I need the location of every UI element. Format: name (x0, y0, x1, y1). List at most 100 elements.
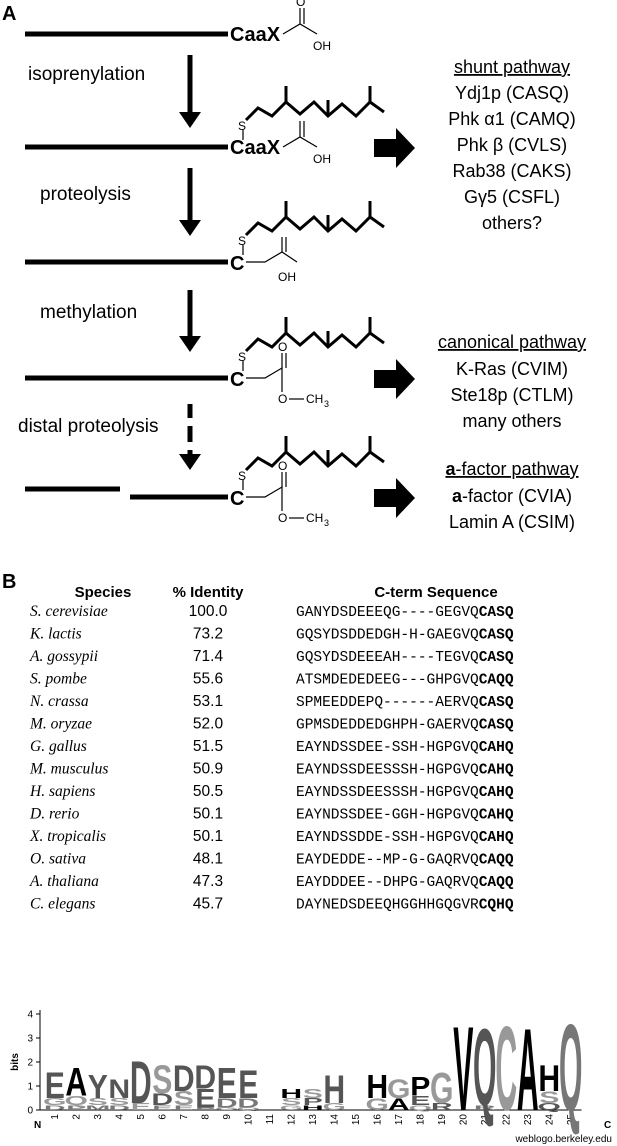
position-label: 17 (394, 1114, 405, 1126)
position-label: 2 (71, 1114, 82, 1120)
logo-letter: P (195, 1107, 215, 1111)
logo-letter: S (152, 1057, 172, 1102)
logo-letter: E (152, 1104, 172, 1112)
logo-letter: G (430, 1063, 453, 1112)
position-label: 19 (437, 1114, 448, 1126)
logo-letter: D (44, 1104, 66, 1112)
logo-letter: E (45, 1066, 65, 1106)
pathway-item: Gγ5 (CSFL) (464, 187, 560, 207)
svg-text:S: S (238, 234, 246, 248)
logo-letter: G (387, 1075, 410, 1105)
svg-text:OH: OH (278, 270, 296, 284)
position-label: 9 (222, 1114, 233, 1120)
pathway-item: K-Ras (CVIM) (456, 359, 568, 379)
pathway-item: many others (462, 411, 561, 431)
pathway-item: Phk α1 (CAMQ) (448, 109, 575, 129)
logo-letter: M (85, 1104, 110, 1112)
logo-letter: H (538, 1059, 560, 1099)
position-label: 5 (136, 1114, 147, 1120)
position-label: 18 (415, 1114, 426, 1126)
pathway-item: a-factor (CVIA) (452, 486, 572, 506)
logo-letter: Q (473, 1007, 496, 1130)
scheme-row-4: C S O O CH 3 (25, 317, 385, 409)
pathway-item: Rab38 (CAKS) (452, 161, 571, 181)
logo-letter: Q (237, 1107, 260, 1111)
logo-letter: D (151, 1091, 173, 1109)
svg-text:OH: OH (313, 152, 331, 166)
position-label: 3 (93, 1114, 104, 1120)
species-name: O. sativa (30, 851, 86, 868)
position-label: 10 (243, 1114, 254, 1126)
svg-text:C: C (230, 253, 244, 275)
logo-letter: A (517, 1006, 539, 1136)
carbonyl-o: O (296, 0, 305, 9)
identity-value: 47.3 (193, 873, 223, 890)
panel-a-label: A (2, 3, 16, 25)
logo-letter: R (474, 1104, 496, 1112)
svg-text:S: S (238, 469, 246, 483)
svg-text:3: 3 (324, 399, 329, 409)
identity-value: 51.5 (193, 738, 223, 755)
logo-letter: G (366, 1096, 389, 1114)
logo-letter: E (174, 1104, 194, 1112)
step-distal-proteolysis: distal proteolysis (18, 416, 158, 437)
position-label: 13 (308, 1114, 319, 1126)
identity-value: 100.0 (189, 603, 228, 620)
species-name: A. gossypii (29, 648, 98, 665)
pathway-item: others? (482, 213, 542, 233)
weblogo-credit: weblogo.berkeley.edu (514, 1134, 612, 1145)
logo-letter: D (130, 1050, 152, 1117)
svg-text:CH: CH (306, 511, 323, 525)
block-arrow-afactor (374, 478, 415, 518)
sequence-text: EAYNDSSDEE-GGH-HGPGVQCAHQ (296, 808, 514, 824)
logo-letter: G (280, 1104, 303, 1112)
sequence-text: EAYNDSSDDE-SSH-HGPGVQCAHQ (296, 830, 514, 846)
y-tick-label: 4 (27, 1010, 33, 1021)
alignment-table-header: Species % Identity C-term Sequence (75, 584, 498, 601)
logo-letter: G (323, 1101, 346, 1112)
svg-text:O: O (278, 340, 287, 354)
svg-text:3: 3 (324, 518, 329, 528)
caax-motif: CaaX (230, 24, 281, 46)
svg-text:CaaX: CaaX (230, 137, 281, 159)
step-isoprenylation: isoprenylation (28, 64, 145, 85)
sequence-text: SPMEEDDEPQ------AERVQCASQ (296, 695, 514, 711)
position-label: 1 (50, 1114, 61, 1120)
logo-letter: A (65, 1059, 87, 1104)
species-name: N. crassa (29, 693, 89, 710)
species-name: A. thaliana (29, 873, 99, 890)
step-methylation: methylation (40, 302, 137, 323)
shunt-pathway-list: shunt pathway Ydj1p (CASQ) Phk α1 (CAMQ)… (448, 57, 575, 233)
svg-text:CH: CH (306, 392, 323, 406)
logo-letter: E (195, 1084, 215, 1114)
identity-value: 50.1 (193, 828, 223, 845)
identity-value: 45.7 (193, 896, 223, 913)
svg-text:C: C (230, 488, 244, 510)
logo-letter: H (366, 1068, 388, 1106)
y-tick-label: 3 (27, 1034, 33, 1045)
canonical-pathway-title: canonical pathway (438, 332, 586, 352)
canonical-pathway-list: canonical pathway K-Ras (CVIM) Ste18p (C… (438, 332, 586, 431)
y-tick-label: 1 (27, 1082, 33, 1093)
logo-letter: P (303, 1096, 323, 1107)
sequence-text: ATSMDEDEDEEG---GHPGVQCAQQ (296, 673, 514, 689)
logo-letter: P (66, 1104, 86, 1112)
logo-letter: G (43, 1096, 66, 1107)
sequence-text: EAYNDSSDEESSSH-HGPGVQCAHQ (296, 785, 514, 801)
scheme-row-5: C S O O CH 3 (25, 436, 385, 528)
svg-text:O: O (278, 511, 287, 525)
svg-text:O: O (278, 459, 287, 473)
logo-letter: Q (409, 1104, 432, 1112)
position-label: 15 (351, 1114, 362, 1126)
panel-b-label: B (2, 571, 16, 593)
header-sequence: C-term Sequence (374, 584, 497, 601)
position-label: 21 (480, 1114, 491, 1126)
